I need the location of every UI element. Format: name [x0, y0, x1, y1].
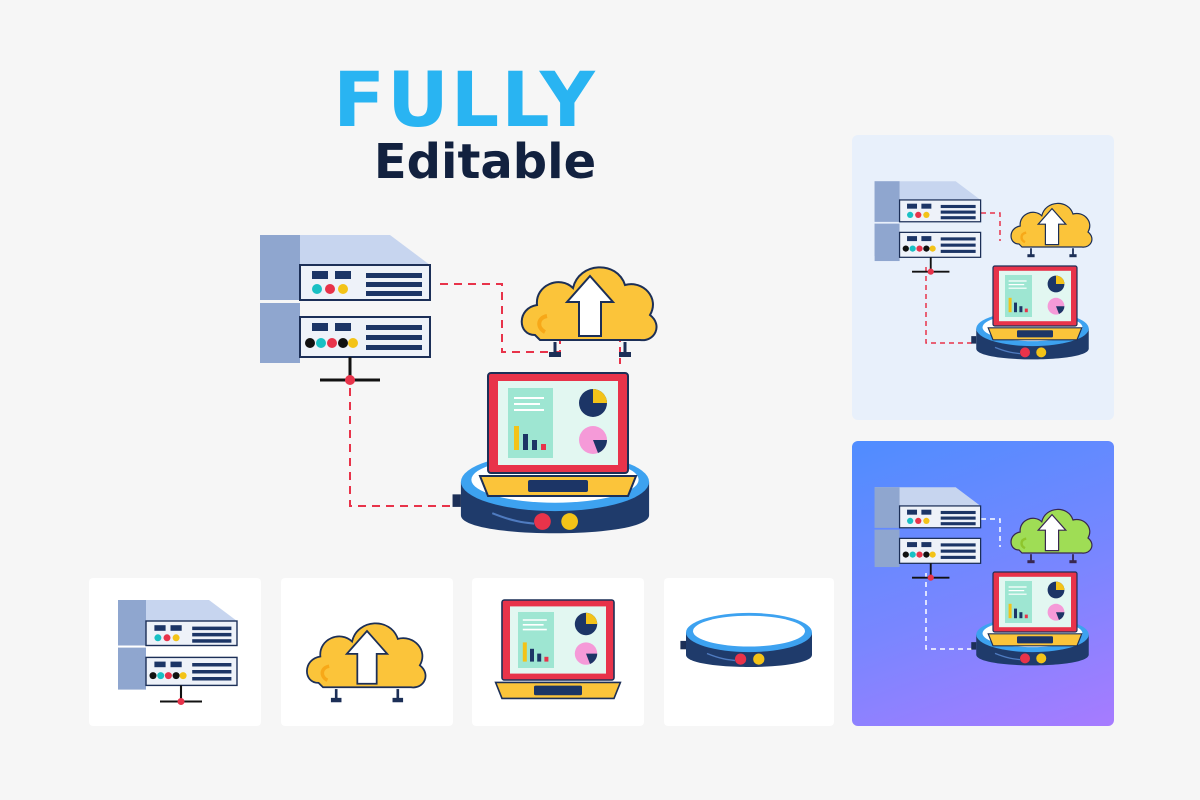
- server-tile: [89, 578, 261, 726]
- cloud-upload-icon: [1009, 202, 1094, 259]
- laptop-dashboard-icon: [987, 265, 1083, 341]
- cloud-upload-icon: [519, 265, 659, 359]
- connector-server-cloud: [440, 283, 561, 353]
- laptop-dashboard-icon: [479, 372, 637, 497]
- server-rack-icon: [116, 598, 239, 707]
- gradient-variant-illustration: [873, 486, 1094, 667]
- headline-editable: Editable: [373, 134, 597, 190]
- laptop-tile-art: [494, 599, 622, 700]
- cloud-tile: [281, 578, 453, 726]
- headline-fully: FULLY: [333, 55, 597, 144]
- laptop-tile: [472, 578, 644, 726]
- server-tile-art: [116, 598, 239, 707]
- server-rack-icon: [873, 180, 982, 276]
- light-variant-panel: [852, 135, 1114, 420]
- connector-server-platform: [349, 388, 450, 507]
- laptop-dashboard-icon: [494, 599, 622, 700]
- platform-tile-art: [679, 612, 813, 668]
- cloud-tile-art: [305, 621, 428, 705]
- cloud-upload-icon: [1009, 508, 1094, 565]
- laptop-dashboard-icon: [987, 571, 1083, 647]
- platform-base-icon: [679, 612, 813, 668]
- gradient-variant-panel: [852, 441, 1114, 726]
- headline: FULLY Editable: [300, 55, 630, 191]
- server-rack-icon: [258, 233, 432, 387]
- server-rack-icon: [873, 486, 982, 582]
- hero-illustration: [258, 233, 659, 535]
- cloud-upload-icon: [305, 621, 428, 705]
- platform-tile: [664, 578, 834, 726]
- light-variant-illustration: [873, 180, 1094, 361]
